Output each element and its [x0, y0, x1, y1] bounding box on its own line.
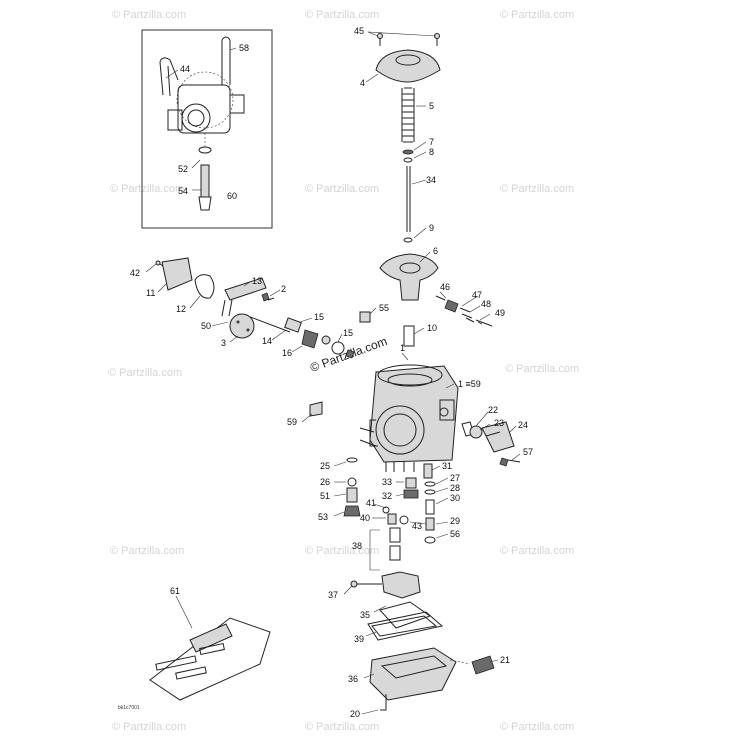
callout-12[interactable]: 12 — [176, 304, 186, 314]
callout-10[interactable]: 10 — [427, 323, 437, 333]
callout-33[interactable]: 33 — [382, 477, 392, 487]
callout-29[interactable]: 29 — [450, 516, 460, 526]
callout-35[interactable]: 35 — [360, 610, 370, 620]
callout-52[interactable]: 52 — [178, 164, 188, 174]
watermark: © Partzilla.com — [500, 545, 574, 557]
watermark: © Partzilla.com — [500, 183, 574, 195]
callout-42[interactable]: 42 — [130, 268, 140, 278]
callout-1-59[interactable]: 1 ≡59 — [458, 379, 481, 389]
callout-60[interactable]: 60 — [227, 191, 237, 201]
inset-frame — [141, 29, 273, 229]
callout-13[interactable]: 13 — [252, 276, 262, 286]
callout-47[interactable]: 47 — [472, 290, 482, 300]
watermark: © Partzilla.com — [112, 721, 186, 733]
watermark: © Partzilla.com — [505, 363, 579, 375]
callout-28[interactable]: 28 — [450, 483, 460, 493]
watermark: © Partzilla.com — [108, 367, 182, 379]
watermark: © Partzilla.com — [110, 183, 184, 195]
callouts: 45 4 5 7 8 34 9 6 58 44 52 54 60 42 11 1… — [130, 26, 533, 719]
callout-15-upper[interactable]: 15 — [314, 312, 324, 322]
leader-lines — [145, 31, 521, 715]
callout-27[interactable]: 27 — [450, 473, 460, 483]
callout-24[interactable]: 24 — [518, 420, 528, 430]
callout-40[interactable]: 40 — [360, 513, 370, 523]
watermark: © Partzilla.com — [500, 721, 574, 733]
callout-43[interactable]: 43 — [412, 521, 422, 531]
callout-4[interactable]: 4 — [360, 78, 365, 88]
top-cover-group — [375, 33, 441, 301]
callout-20[interactable]: 20 — [350, 709, 360, 719]
callout-9[interactable]: 9 — [429, 223, 434, 233]
callout-6[interactable]: 6 — [433, 246, 438, 256]
callout-22[interactable]: 22 — [488, 405, 498, 415]
callout-56[interactable]: 56 — [450, 529, 460, 539]
callout-46[interactable]: 46 — [440, 282, 450, 292]
air-screw-group — [359, 295, 493, 347]
callout-49[interactable]: 49 — [495, 308, 505, 318]
callout-39[interactable]: 39 — [354, 634, 364, 644]
callout-5[interactable]: 5 — [429, 101, 434, 111]
callout-45[interactable]: 45 — [354, 26, 364, 36]
callout-36[interactable]: 36 — [348, 674, 358, 684]
callout-54[interactable]: 54 — [178, 186, 188, 196]
callout-41[interactable]: 41 — [366, 498, 376, 508]
callout-7[interactable]: 7 — [429, 137, 434, 147]
callout-55[interactable]: 55 — [379, 303, 389, 313]
watermark: © Partzilla.com — [305, 721, 379, 733]
callout-14[interactable]: 14 — [262, 336, 272, 346]
callout-37[interactable]: 37 — [328, 590, 338, 600]
choke-plunger-group — [461, 421, 521, 467]
jets-group — [343, 457, 436, 571]
callout-23[interactable]: 23 — [494, 418, 504, 428]
callout-51[interactable]: 51 — [320, 491, 330, 501]
callout-34[interactable]: 34 — [426, 175, 436, 185]
callout-30[interactable]: 30 — [450, 493, 460, 503]
watermark: © Partzilla.com — [305, 183, 379, 195]
callout-21[interactable]: 21 — [500, 655, 510, 665]
callout-1[interactable]: 1 — [400, 343, 405, 353]
callout-31[interactable]: 31 — [442, 461, 452, 471]
callout-58[interactable]: 58 — [239, 43, 249, 53]
callout-8[interactable]: 8 — [429, 147, 434, 157]
callout-32[interactable]: 32 — [382, 491, 392, 501]
plug-59 — [309, 401, 323, 417]
callout-3[interactable]: 3 — [221, 338, 226, 348]
callout-16[interactable]: 16 — [282, 348, 292, 358]
watermark: © Partzilla.com — [500, 9, 574, 21]
watermark: © Partzilla.com — [305, 9, 379, 21]
watermark: © Partzilla.com — [110, 545, 184, 557]
callout-50[interactable]: 50 — [201, 321, 211, 331]
callout-57[interactable]: 57 — [523, 447, 533, 457]
callout-61[interactable]: 61 — [170, 586, 180, 596]
callout-25[interactable]: 25 — [320, 461, 330, 471]
float-bowl-group — [350, 571, 495, 711]
watermark: © Partzilla.com — [305, 545, 379, 557]
callout-15-lower[interactable]: 15 — [343, 328, 353, 338]
kit-61-group — [149, 617, 271, 701]
callout-26[interactable]: 26 — [320, 477, 330, 487]
callout-48[interactable]: 48 — [481, 299, 491, 309]
carburetor-body — [359, 364, 459, 472]
callout-53[interactable]: 53 — [318, 512, 328, 522]
watermarks: © Partzilla.com © Partzilla.com © Partzi… — [108, 9, 579, 733]
callout-44[interactable]: 44 — [180, 64, 190, 74]
watermark: © Partzilla.com — [112, 9, 186, 21]
reference-code: bk1c7001 — [118, 705, 140, 711]
callout-2[interactable]: 2 — [281, 284, 286, 294]
callout-59[interactable]: 59 — [287, 417, 297, 427]
inset-carburetor-assembly — [159, 36, 245, 211]
callout-38[interactable]: 38 — [352, 541, 362, 551]
callout-11[interactable]: 11 — [146, 288, 155, 298]
